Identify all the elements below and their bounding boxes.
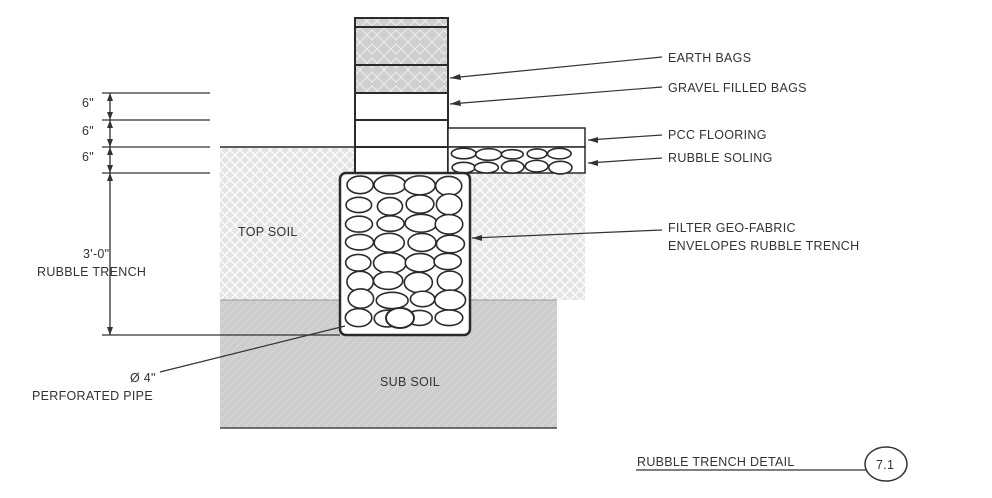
label-filter-geo-fabric: FILTER GEO-FABRIC <box>668 221 796 235</box>
stone <box>344 307 373 328</box>
dimension-arrows <box>107 93 113 335</box>
dimension-lines <box>102 92 340 336</box>
dim-6in-2: 6" <box>82 124 94 138</box>
label-earth-bags: EARTH BAGS <box>668 51 751 65</box>
dim-6in-3: 6" <box>82 150 94 164</box>
detail-number: 7.1 <box>876 458 894 472</box>
stone <box>433 252 463 271</box>
stone <box>451 161 476 174</box>
perforated-pipe <box>385 307 415 329</box>
stone <box>435 193 463 216</box>
stone <box>548 160 573 175</box>
stone <box>435 234 466 254</box>
stone <box>372 251 408 275</box>
label-top-soil: TOP SOIL <box>238 225 298 239</box>
pcc-flooring <box>447 127 586 148</box>
stone <box>434 309 464 327</box>
label-sub-soil: SUB SOIL <box>380 375 440 389</box>
label-pipe-size: Ø 4" <box>130 371 156 385</box>
dim-trench-depth: 3'-0" <box>83 247 109 261</box>
stone <box>526 148 548 160</box>
label-pcc-flooring: PCC FLOORING <box>668 128 767 142</box>
stone <box>434 175 463 197</box>
drawing-title: RUBBLE TRENCH DETAIL <box>637 455 795 469</box>
stone <box>407 232 437 253</box>
label-rubble-soling: RUBBLE SOLING <box>668 151 773 165</box>
dim-6in-1: 6" <box>82 96 94 110</box>
stone <box>346 175 375 195</box>
label-perforated-pipe: PERFORATED PIPE <box>32 389 153 403</box>
stone <box>405 194 435 215</box>
stone <box>376 196 404 217</box>
dim-trench-label: RUBBLE TRENCH <box>37 265 146 279</box>
stone <box>524 159 549 173</box>
label-gravel-filled-bags: GRAVEL FILLED BAGS <box>668 81 807 95</box>
label-envelopes-rubble-trench: ENVELOPES RUBBLE TRENCH <box>668 239 859 253</box>
stone <box>404 252 436 273</box>
stone <box>344 233 375 251</box>
stone <box>434 213 464 235</box>
stone <box>500 159 525 174</box>
stone <box>373 232 406 253</box>
stone <box>436 270 464 292</box>
leader-lines <box>159 56 663 373</box>
stone <box>344 253 372 272</box>
stone <box>403 175 437 196</box>
stone <box>373 174 407 195</box>
stone <box>500 148 525 160</box>
stone <box>450 147 477 160</box>
stone <box>473 161 500 174</box>
stone <box>409 290 436 308</box>
stone <box>403 271 434 294</box>
stone <box>376 215 405 233</box>
stone <box>546 147 572 160</box>
stone <box>347 288 375 309</box>
detail-number-circle <box>864 446 908 482</box>
stone <box>375 291 409 310</box>
soling-stones <box>450 147 573 175</box>
bag-column <box>354 17 449 174</box>
stone <box>433 289 467 311</box>
stone <box>474 147 503 162</box>
stone <box>345 196 373 214</box>
trench-stones <box>344 174 467 328</box>
stone <box>372 270 404 291</box>
stone <box>344 215 374 233</box>
stone <box>404 213 438 233</box>
